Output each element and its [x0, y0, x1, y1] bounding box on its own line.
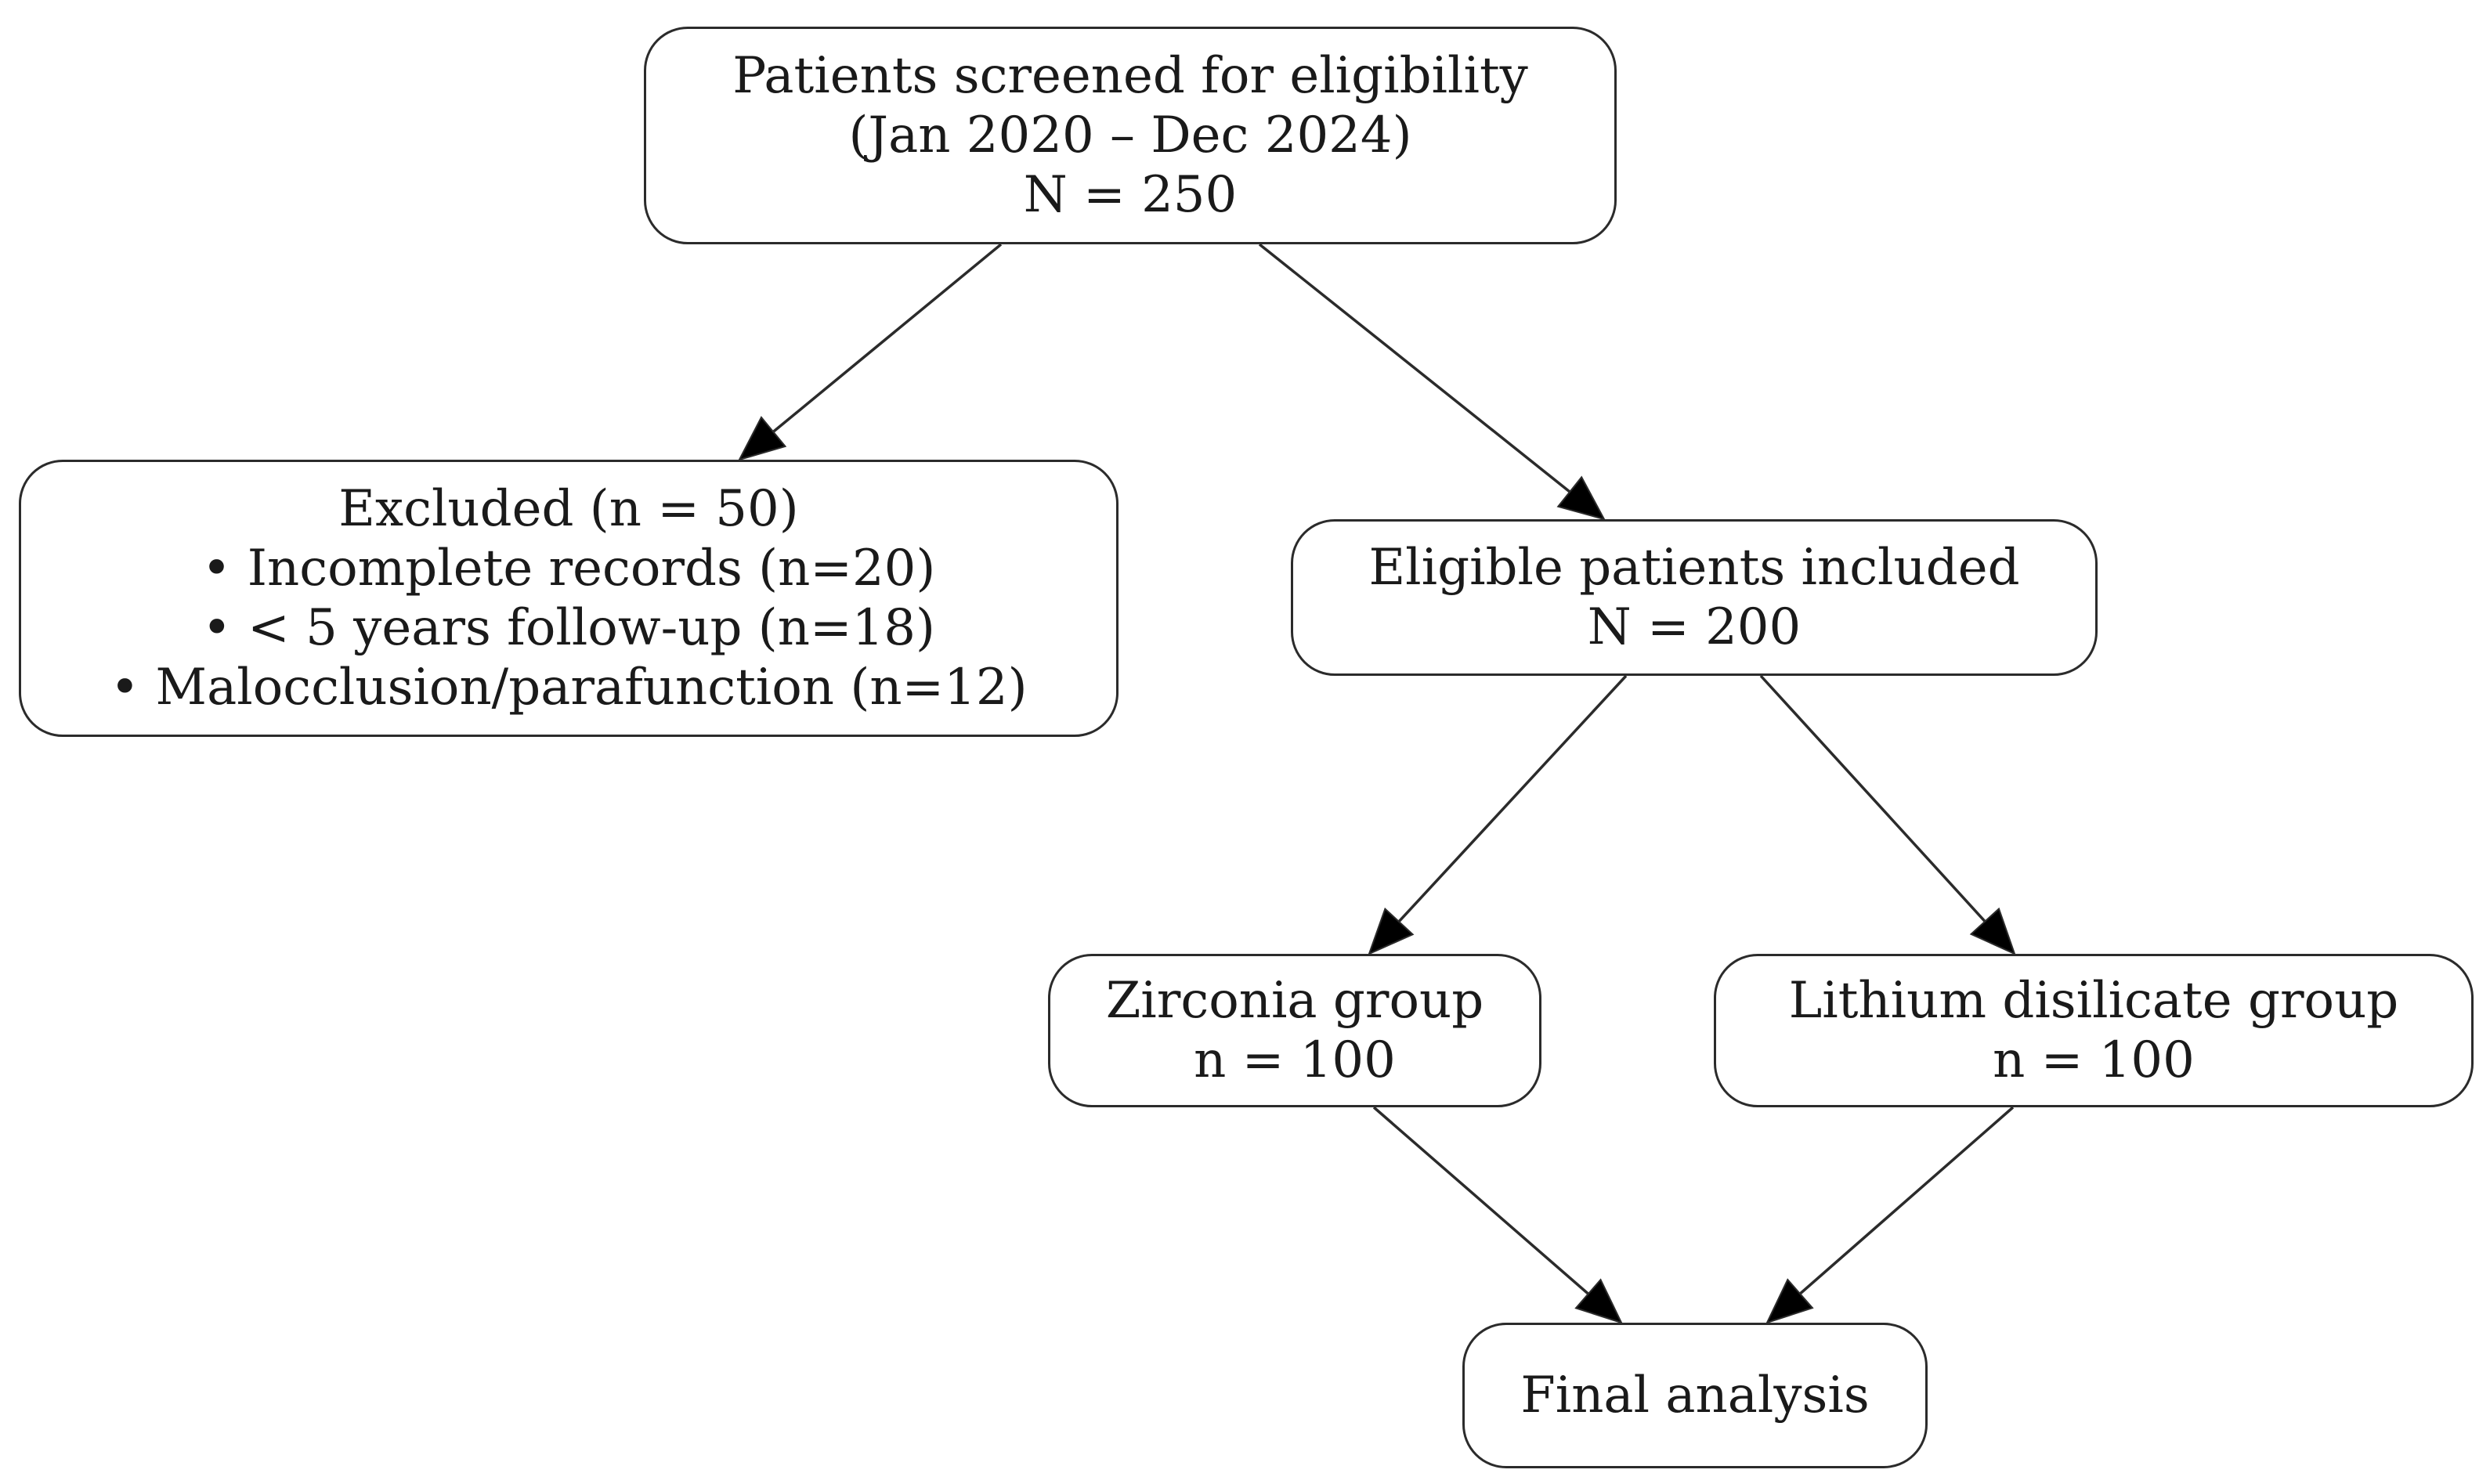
node-eligible-included: Eligible patients included N = 200 [1291, 519, 2098, 676]
node-screened-period: (Jan 2020 – Dec 2024) [848, 107, 1412, 164]
node-final-title: Final analysis [1520, 1367, 1870, 1424]
node-final-analysis: Final analysis [1462, 1323, 1928, 1468]
edge-lithium-to-final [1798, 1106, 2015, 1295]
node-lithium-count: n = 100 [1993, 1031, 2195, 1089]
edge-eligible-to-zirconia [1397, 674, 1628, 923]
node-zirconia-group: Zirconia group n = 100 [1048, 954, 1541, 1107]
edge-screened-to-excluded [772, 243, 1003, 433]
node-screened-title: Patients screened for eligibility [732, 47, 1528, 105]
arrowhead-lithium-to-final [1765, 1278, 1814, 1324]
node-excluded-reason-malocclusion: • Malocclusion/parafunction (n=12) [110, 659, 1028, 717]
edge-layer [738, 243, 2016, 1324]
node-zirconia-count: n = 100 [1194, 1031, 1396, 1089]
arrowhead-screened-to-eligible [1556, 475, 1606, 521]
node-patients-screened: Patients screened for eligibility (Jan 2… [644, 27, 1617, 244]
edge-screened-to-eligible [1258, 243, 1571, 493]
node-eligible-title: Eligible patients included [1368, 539, 2020, 597]
node-excluded: Excluded (n = 50) • Incomplete records (… [19, 460, 1119, 737]
node-eligible-count: N = 200 [1587, 598, 1802, 656]
arrowhead-zirconia-to-final [1574, 1278, 1623, 1324]
node-zirconia-title: Zirconia group [1105, 972, 1484, 1030]
arrowhead-eligible-to-lithium [1969, 907, 2016, 955]
node-excluded-reason-followup: • < 5 years follow-up (n=18) [202, 599, 935, 657]
arrowhead-eligible-to-zirconia [1368, 907, 1415, 955]
edge-zirconia-to-final [1372, 1106, 1589, 1295]
node-screened-count: N = 250 [1023, 166, 1238, 224]
node-lithium-disilicate-group: Lithium disilicate group n = 100 [1714, 954, 2474, 1107]
node-lithium-title: Lithium disilicate group [1788, 972, 2399, 1030]
arrowhead-screened-to-excluded [738, 416, 787, 461]
edge-eligible-to-lithium [1759, 674, 1986, 923]
node-excluded-title: Excluded (n = 50) [338, 480, 799, 538]
node-excluded-reason-incomplete: • Incomplete records (n=20) [201, 540, 936, 598]
